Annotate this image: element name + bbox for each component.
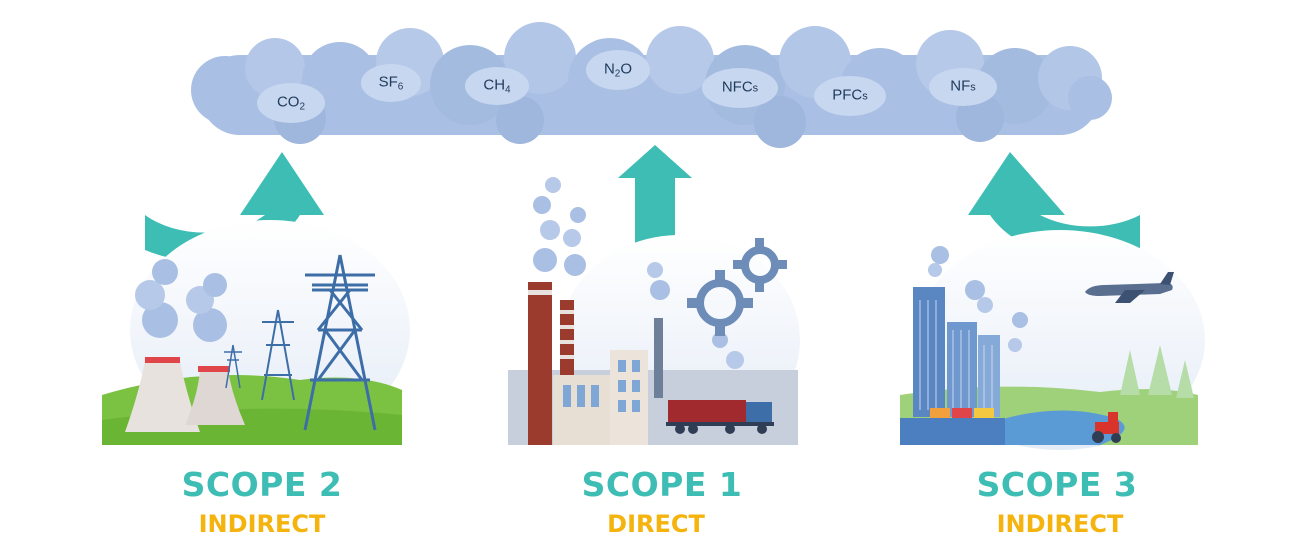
scope-1-straight-arrow bbox=[618, 145, 692, 250]
gas-label-ch4: CH4 bbox=[483, 76, 511, 96]
gas-label-co2: CO2 bbox=[276, 93, 306, 113]
gear-icon bbox=[696, 246, 779, 327]
scope-1-factory-scene bbox=[508, 177, 800, 445]
gas-label-n2o: N2O bbox=[603, 60, 633, 80]
scope-3-subtitle: INDIRECT bbox=[996, 510, 1124, 538]
scope-2-title: SCOPE 2 bbox=[181, 465, 343, 504]
airplane-icon bbox=[1085, 272, 1174, 303]
greenhouse-gas-cloud bbox=[191, 22, 1112, 148]
gas-label-sf6: SF6 bbox=[378, 73, 404, 93]
scope-3-title: SCOPE 3 bbox=[976, 465, 1138, 504]
scope-1-subtitle: DIRECT bbox=[607, 510, 705, 538]
scope-3-city-scene bbox=[900, 230, 1205, 450]
scope-1-title: SCOPE 1 bbox=[581, 465, 743, 504]
gas-label-pfcs: PFCs bbox=[832, 86, 868, 104]
scope-2-power-scene bbox=[102, 220, 410, 445]
gas-label-nfs: NFs bbox=[950, 77, 976, 95]
gas-label-nfcs: NFCs bbox=[721, 78, 759, 96]
scope-3-curved-arrow bbox=[968, 152, 1140, 260]
scope-2-subtitle: INDIRECT bbox=[198, 510, 326, 538]
